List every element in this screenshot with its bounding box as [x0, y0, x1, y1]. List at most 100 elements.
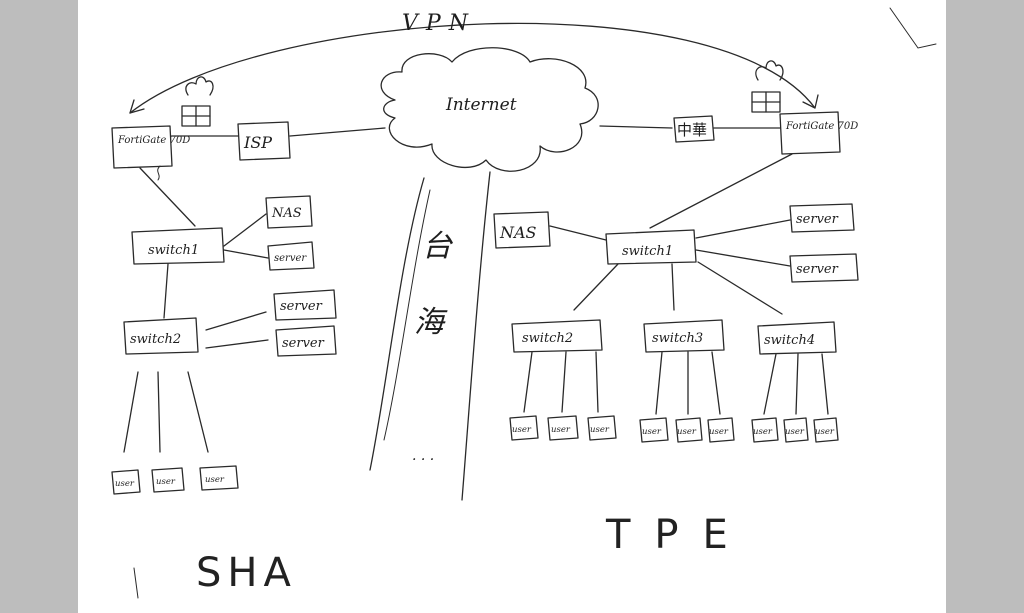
- site-label-tpe: TPE: [605, 512, 752, 558]
- site-label-sha: SHA: [196, 550, 297, 596]
- sha-switch2-label: switch2: [130, 332, 181, 347]
- vpn-link: [129, 22, 816, 114]
- sea-char-2: 海: [414, 305, 448, 340]
- tpe-switch2-user-links: [523, 351, 599, 413]
- fortigate-right-label: FortiGate 70D: [785, 121, 858, 132]
- tpe-switch1-label: switch1: [622, 244, 673, 259]
- tpe-user3-label: user: [590, 425, 610, 435]
- tpe-user6-label: user: [709, 427, 729, 437]
- link-switch1-nas: [223, 213, 267, 247]
- link-internet-zhonghua: [599, 125, 673, 129]
- sha-server2-box: [273, 289, 337, 321]
- sha-server2-label: server: [280, 299, 323, 314]
- tpe-server2-box: [789, 253, 859, 283]
- sha-switch1-label: switch1: [148, 243, 199, 258]
- sha-switch2-box: [123, 317, 199, 355]
- link-switch2-server3: [205, 339, 269, 349]
- tpe-server1-label: server: [796, 212, 839, 227]
- internet-cloud: [380, 47, 599, 172]
- tpe-switch3-label: switch3: [652, 331, 703, 346]
- link-switch1-server: [223, 249, 269, 259]
- link-fg-switch1-squiggle: [157, 165, 161, 181]
- tpe-user1-label: user: [512, 425, 532, 435]
- tpe-user5-box: [675, 417, 703, 443]
- vpn-arrow-left: [129, 99, 145, 114]
- tpe-user2-box: [547, 415, 579, 441]
- firewall-left-icon: [181, 76, 214, 127]
- tpe-switch3-user-links: [655, 351, 721, 415]
- tpe-user4-box: [639, 417, 669, 443]
- link-tpe-switch1-switch4: [697, 261, 783, 315]
- sha-user1-box: [111, 469, 141, 495]
- tpe-server1-box: [789, 203, 855, 233]
- strait-line-left-2: [383, 189, 431, 441]
- link-isp-internet: [289, 127, 386, 137]
- tpe-user4-label: user: [642, 427, 662, 437]
- sha-user3-label: user: [205, 475, 225, 485]
- fortigate-right-box: [779, 111, 841, 155]
- tpe-switch2-label: switch2: [522, 331, 573, 346]
- link-tpe-switch1-switch2: [573, 263, 619, 311]
- sha-server3-label: server: [282, 336, 325, 351]
- strait-line-left: [369, 177, 425, 471]
- tpe-nas-label: NAS: [499, 223, 537, 242]
- tpe-nas-box: [493, 211, 551, 249]
- tpe-switch4-label: switch4: [764, 333, 815, 348]
- zhonghua-label: 中華: [677, 121, 707, 139]
- tpe-switch1-box: [605, 229, 697, 265]
- tpe-server2-label: server: [796, 262, 839, 277]
- tpe-user2-label: user: [551, 425, 571, 435]
- isp-box: [237, 121, 291, 161]
- link-switch2-user1: [123, 371, 139, 453]
- tpe-user8-box: [783, 417, 809, 443]
- link-tpe-switch1-server1: [695, 219, 791, 239]
- sha-user2-box: [151, 467, 185, 493]
- tpe-user1-box: [509, 415, 539, 441]
- link-switch2-user2: [157, 371, 161, 453]
- fortigate-left-label: FortiGate 70D: [117, 135, 190, 146]
- sea-dots: . . .: [412, 448, 434, 464]
- sha-nas-box: [265, 195, 313, 229]
- tpe-switch4-user-links: [763, 353, 829, 415]
- isp-label: ISP: [243, 133, 272, 152]
- sha-user3-box: [199, 465, 239, 491]
- link-nas-tpe-switch1: [549, 225, 607, 241]
- stray-mark-left: [133, 567, 139, 599]
- link-fg-tpe-switch1: [649, 153, 793, 229]
- tpe-user3-box: [587, 415, 617, 441]
- tpe-switch4-box: [757, 321, 837, 355]
- internet-label: Internet: [445, 95, 517, 115]
- vpn-arrow-right: [802, 94, 819, 109]
- fortigate-left-box: [111, 125, 173, 169]
- tpe-switch2-box: [511, 319, 603, 353]
- vpn-label: VPN: [402, 11, 476, 36]
- tpe-user9-label: user: [815, 427, 835, 437]
- link-switch2-server2: [205, 311, 267, 331]
- link-switch2-user3: [187, 371, 209, 453]
- tpe-user8-label: user: [785, 427, 805, 437]
- sha-server1-label: server: [274, 253, 307, 264]
- sha-server3-box: [275, 325, 337, 357]
- tpe-user6-box: [707, 417, 735, 443]
- paper-sheet: [78, 0, 946, 613]
- link-fg-switch1: [139, 167, 196, 227]
- tpe-users-group: user user user user user user user user …: [509, 415, 839, 443]
- sha-user2-label: user: [156, 477, 176, 487]
- tpe-user7-box: [751, 417, 779, 443]
- zhonghua-box: [673, 115, 715, 143]
- sha-user1-label: user: [115, 479, 135, 489]
- sea-char-1: 台: [422, 229, 454, 264]
- sha-switch1-box: [131, 227, 225, 265]
- stray-mark-top-right: [889, 7, 937, 49]
- link-tpe-switch1-switch3: [671, 263, 675, 311]
- link-switch1-switch2: [163, 263, 169, 319]
- tpe-user7-label: user: [753, 427, 773, 437]
- strait-line-right: [461, 171, 491, 501]
- fortigate-left-text: FortiGate 70D: [117, 135, 190, 146]
- tpe-user5-label: user: [677, 427, 697, 437]
- tpe-switch3-box: [643, 319, 725, 353]
- sha-server1-box: [267, 241, 315, 271]
- link-tpe-switch1-server2: [695, 249, 791, 267]
- tpe-user9-box: [813, 417, 839, 443]
